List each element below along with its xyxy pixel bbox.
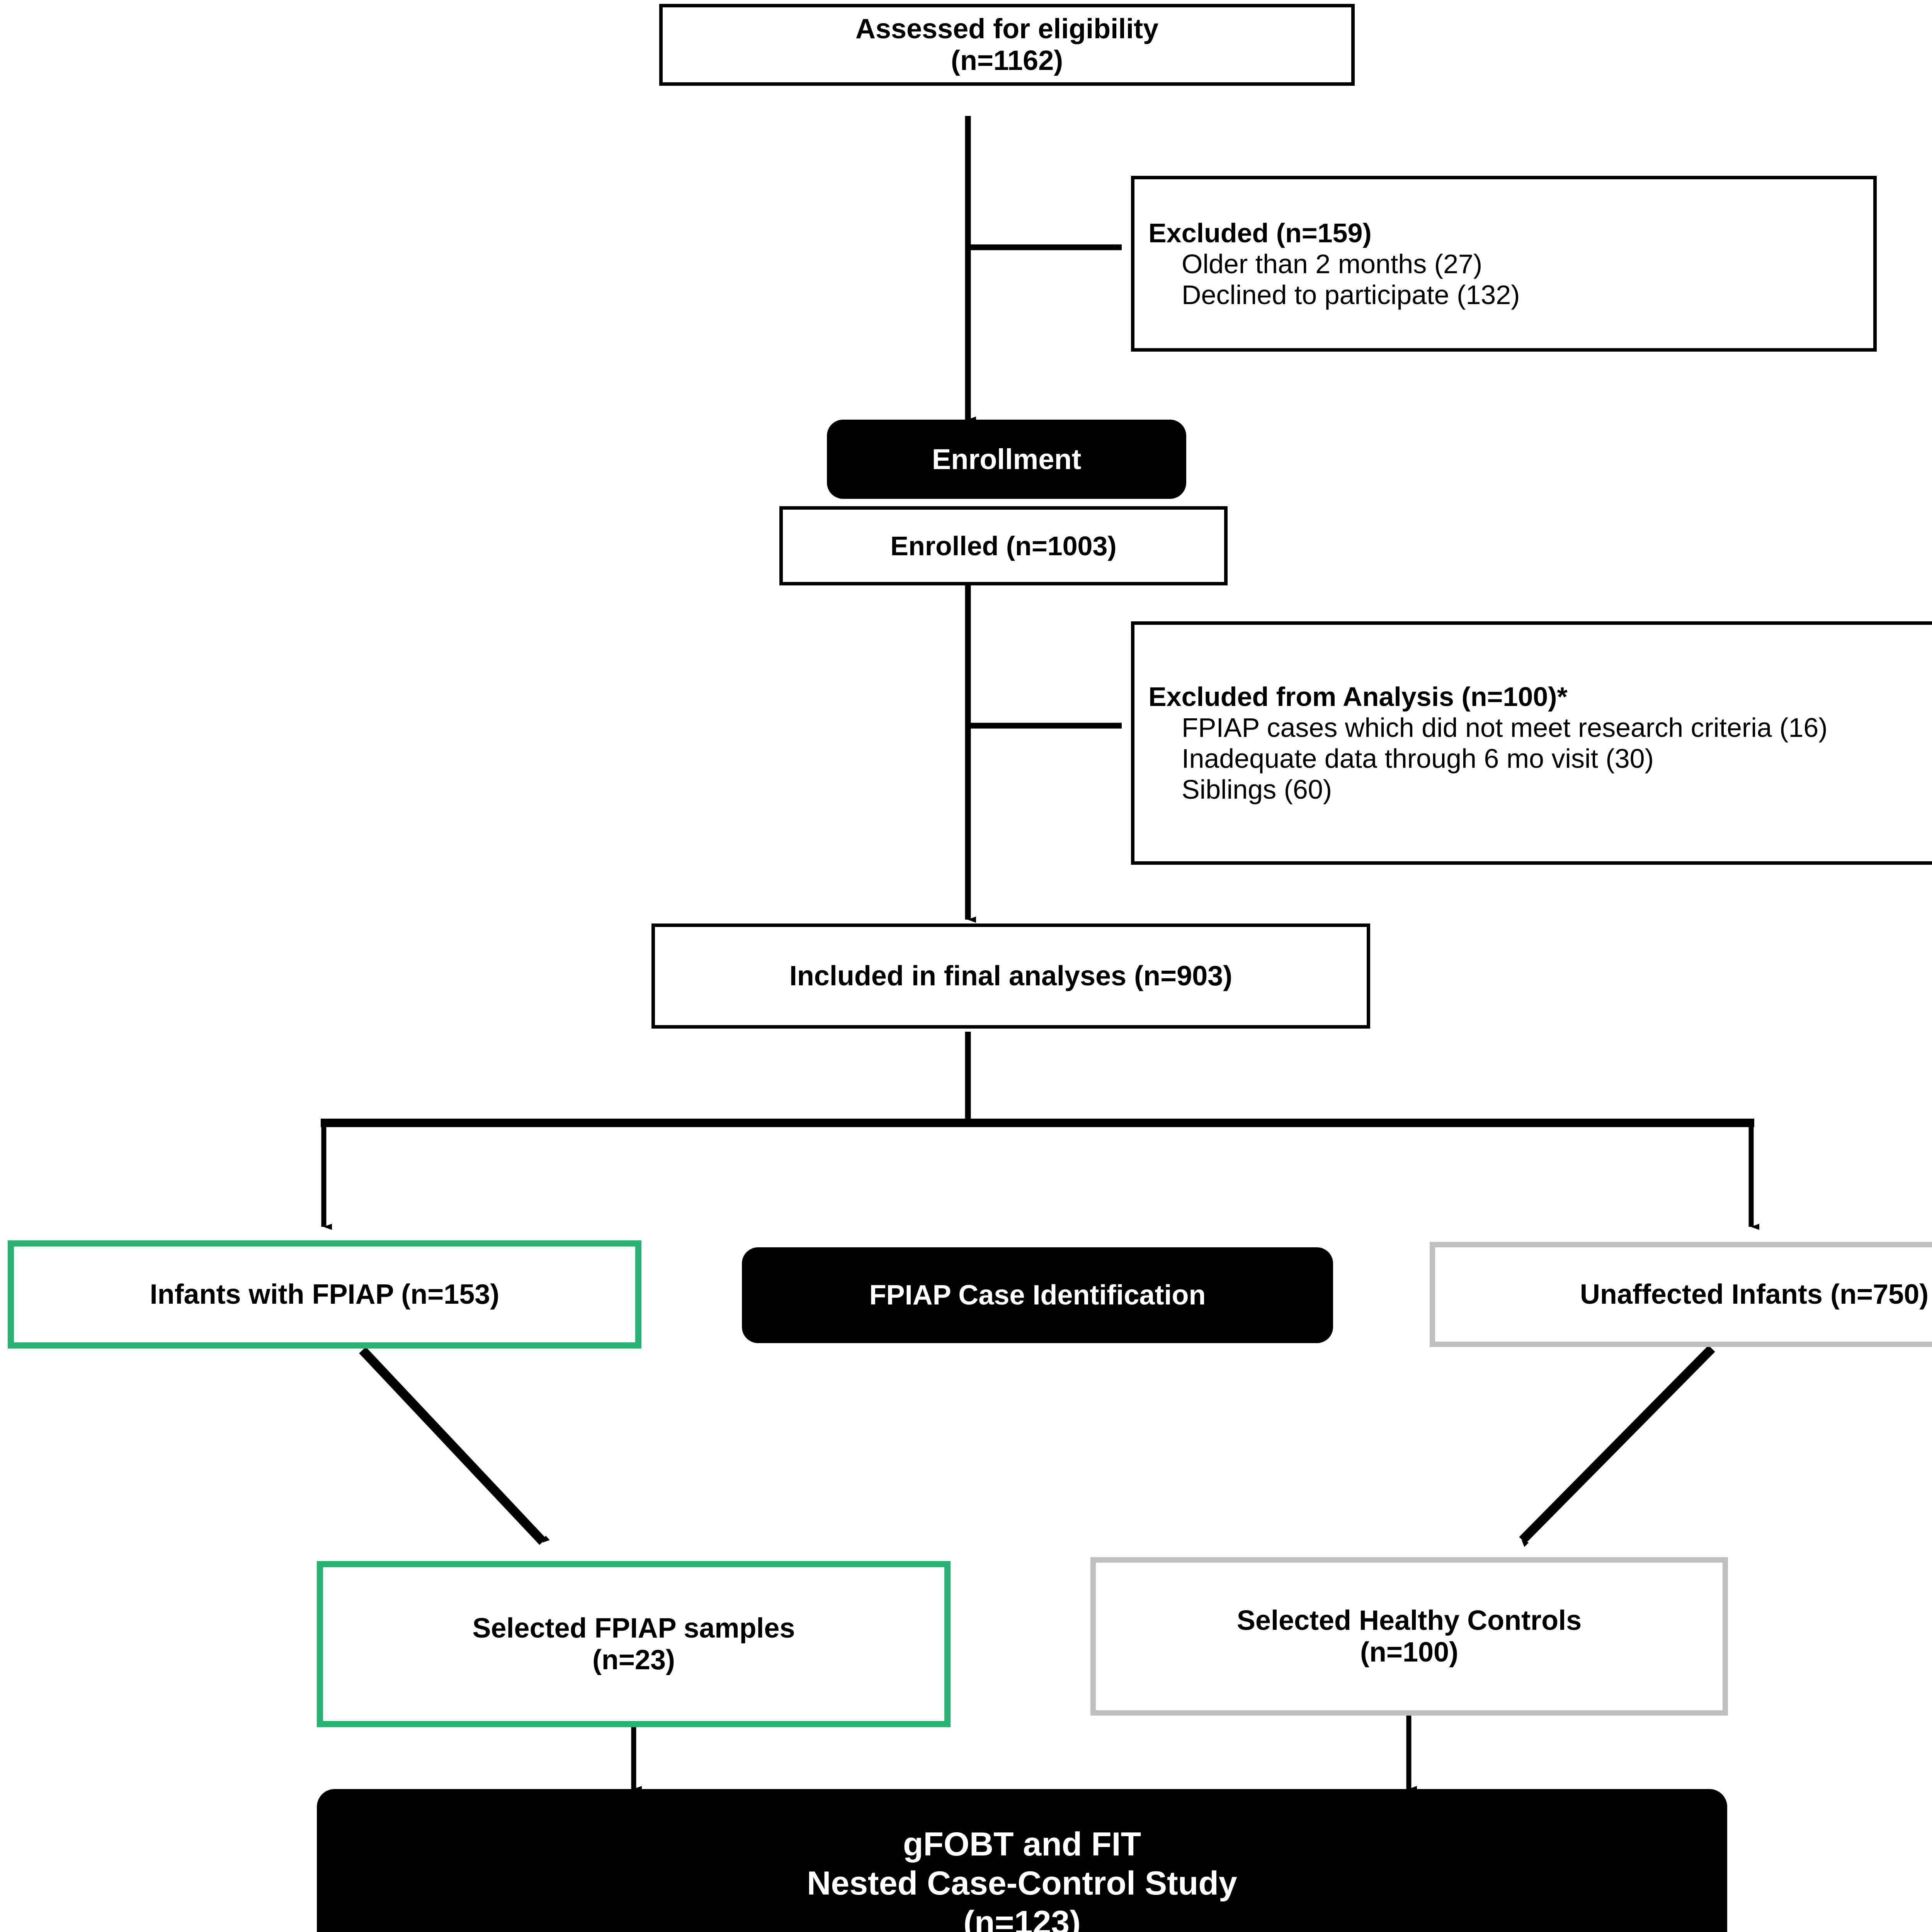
- included-line1: Included in final analyses (n=903): [789, 961, 1233, 992]
- enrollment-badge-label: Enrollment: [932, 443, 1082, 475]
- assessed-line2: (n=1162): [951, 45, 1063, 76]
- badge-fpiap-case-identification: FPIAP Case Identification: [742, 1247, 1333, 1343]
- selected-fpiap-line1: Selected FPIAP samples: [472, 1613, 795, 1644]
- node-excluded-from-analysis: Excluded from Analysis (n=100)* FPIAP ca…: [1131, 621, 1932, 865]
- excluded-analysis-reason-0: FPIAP cases which did not meet research …: [1182, 713, 1828, 743]
- node-included-in-final-analyses: Included in final analyses (n=903): [651, 923, 1370, 1029]
- selected-fpiap-line2: (n=23): [592, 1645, 675, 1675]
- node-unaffected-infants: Unaffected Infants (n=750): [1430, 1242, 1932, 1347]
- fpiap-infants-line1: Infants with FPIAP (n=153): [150, 1279, 500, 1310]
- selected-controls-line2: (n=100): [1360, 1637, 1459, 1668]
- badge-enrollment: Enrollment: [827, 420, 1186, 499]
- node-selected-fpiap-samples: Selected FPIAP samples (n=23): [317, 1561, 951, 1727]
- case-id-badge-label: FPIAP Case Identification: [869, 1280, 1206, 1311]
- node-selected-healthy-controls: Selected Healthy Controls (n=100): [1090, 1557, 1728, 1716]
- excluded-analysis-reason-1: Inadequate data through 6 mo visit (30): [1182, 743, 1654, 774]
- unaffected-infants-line1: Unaffected Infants (n=750): [1580, 1279, 1929, 1310]
- excluded-screening-heading: Excluded (n=159): [1148, 218, 1372, 248]
- excluded-analysis-reason-2: Siblings (60): [1182, 774, 1332, 804]
- final-study-line2: Nested Case-Control Study: [807, 1865, 1237, 1902]
- selected-controls-line1: Selected Healthy Controls: [1236, 1605, 1582, 1636]
- node-excluded-screening: Excluded (n=159) Older than 2 months (27…: [1131, 176, 1877, 352]
- enrolled-line1: Enrolled (n=1003): [890, 531, 1117, 561]
- assessed-line1: Assessed for eligibility: [855, 14, 1159, 44]
- excluded-screening-reason-1: Declined to participate (132): [1182, 279, 1520, 310]
- arrow-fpiap-to-selected-fpiap: [359, 1347, 550, 1545]
- excluded-screening-reason-0: Older than 2 months (27): [1182, 248, 1483, 279]
- final-study-line1: gFOBT and FIT: [903, 1825, 1141, 1863]
- final-study-line3: (n=123): [963, 1904, 1081, 1932]
- node-infants-with-fpiap: Infants with FPIAP (n=153): [8, 1240, 641, 1349]
- node-enrolled: Enrolled (n=1003): [779, 506, 1228, 585]
- arrow-unaffected-to-selected-controls: [1519, 1345, 1715, 1547]
- excluded-analysis-heading: Excluded from Analysis (n=100)*: [1148, 682, 1568, 712]
- node-assessed-for-eligibility: Assessed for eligibility (n=1162): [659, 4, 1355, 86]
- node-final-nested-case-control-study: gFOBT and FIT Nested Case-Control Study …: [317, 1789, 1727, 1932]
